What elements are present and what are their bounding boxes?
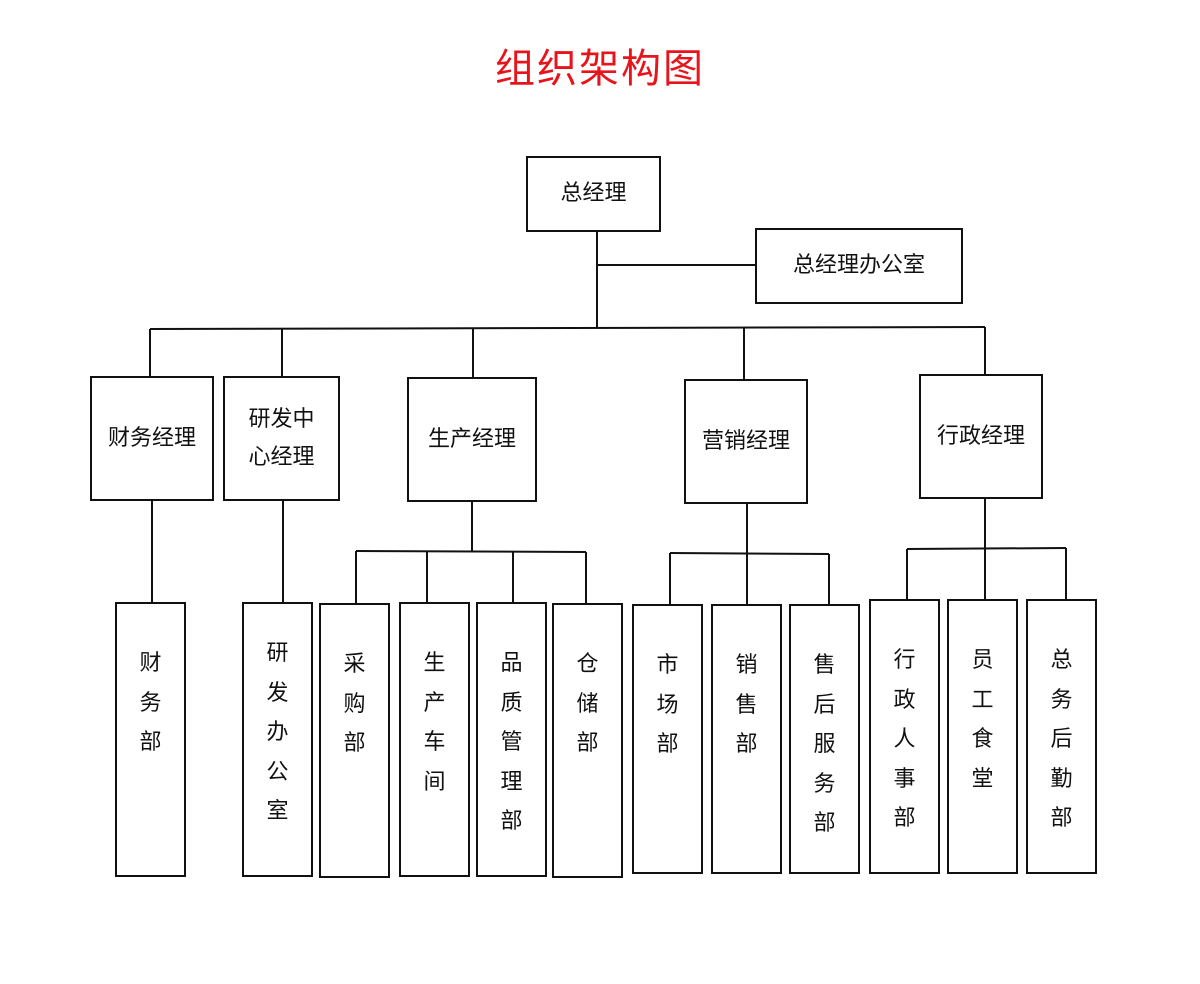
connector-line: [355, 550, 587, 553]
node-finance-dept: 财务部: [115, 602, 186, 877]
node-label: 行政人事部: [893, 648, 916, 832]
node-label: 市场部: [656, 653, 679, 758]
node-workshop: 生产车间: [399, 602, 470, 877]
node-label: 财务经理: [107, 425, 196, 451]
connector-line: [906, 547, 1067, 550]
node-label: 总经理办公室: [792, 253, 925, 279]
node-label: 生产车间: [423, 651, 446, 795]
node-canteen: 员工食堂: [947, 599, 1018, 874]
node-label: 研发办公室: [266, 641, 289, 825]
node-label: 采购部: [343, 652, 366, 757]
node-label: 品质管理部: [500, 651, 523, 835]
node-ceo-office: 总经理办公室: [755, 228, 963, 304]
node-label: 销售部: [735, 653, 758, 758]
node-label: 财务部: [139, 651, 162, 756]
node-sales-dept: 销售部: [711, 604, 782, 874]
node-quality: 品质管理部: [476, 602, 547, 877]
node-rnd-manager: 研发中心经理: [223, 376, 340, 501]
node-label: 研发中心经理: [248, 407, 315, 470]
node-label: 行政经理: [936, 423, 1025, 449]
node-label: 总务后勤部: [1050, 648, 1073, 832]
node-warehouse: 仓储部: [552, 603, 623, 878]
node-finance-manager: 财务经理: [90, 376, 214, 501]
node-label: 营销经理: [701, 428, 790, 454]
node-label: 仓储部: [576, 652, 599, 757]
node-market: 市场部: [632, 604, 703, 874]
node-label: 总经理: [560, 181, 627, 207]
node-label: 售后服务部: [813, 653, 836, 837]
page-title: 组织架构图: [495, 46, 705, 92]
node-admin-hr: 行政人事部: [869, 599, 940, 874]
node-ceo: 总经理: [526, 156, 661, 232]
node-admin-manager: 行政经理: [919, 374, 1043, 499]
node-production-manager: 生产经理: [407, 377, 537, 502]
connector-line: [149, 326, 986, 330]
node-after-sales: 售后服务部: [789, 604, 860, 874]
node-label: 生产经理: [427, 426, 516, 452]
node-rnd-office: 研发办公室: [242, 602, 313, 877]
connector-line: [669, 552, 830, 555]
node-purchasing: 采购部: [319, 603, 390, 878]
node-marketing-manager: 营销经理: [684, 379, 808, 504]
node-logistics: 总务后勤部: [1026, 599, 1097, 874]
node-label: 员工食堂: [971, 648, 994, 792]
